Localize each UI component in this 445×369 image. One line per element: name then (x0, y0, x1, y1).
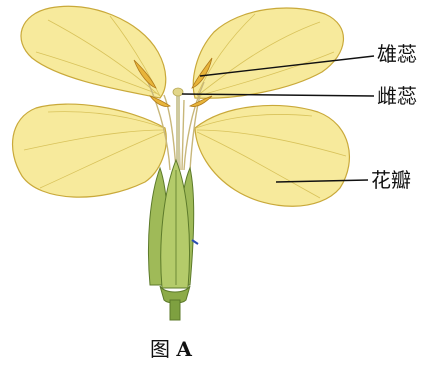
stem (160, 286, 190, 320)
caption-letter: A (176, 337, 192, 361)
petal-upper-left (21, 6, 166, 98)
figure-caption: 图 A (150, 333, 192, 362)
sepals (148, 160, 198, 288)
label-petal: 花瓣 (371, 170, 411, 190)
petal-upper-right (193, 8, 343, 98)
petal-lower-left (13, 104, 167, 197)
caption-prefix: 图 (150, 337, 170, 361)
label-pistil: 雌蕊 (377, 86, 417, 106)
label-stamen: 雄蕊 (377, 44, 417, 64)
petal-lower-right (195, 105, 349, 206)
